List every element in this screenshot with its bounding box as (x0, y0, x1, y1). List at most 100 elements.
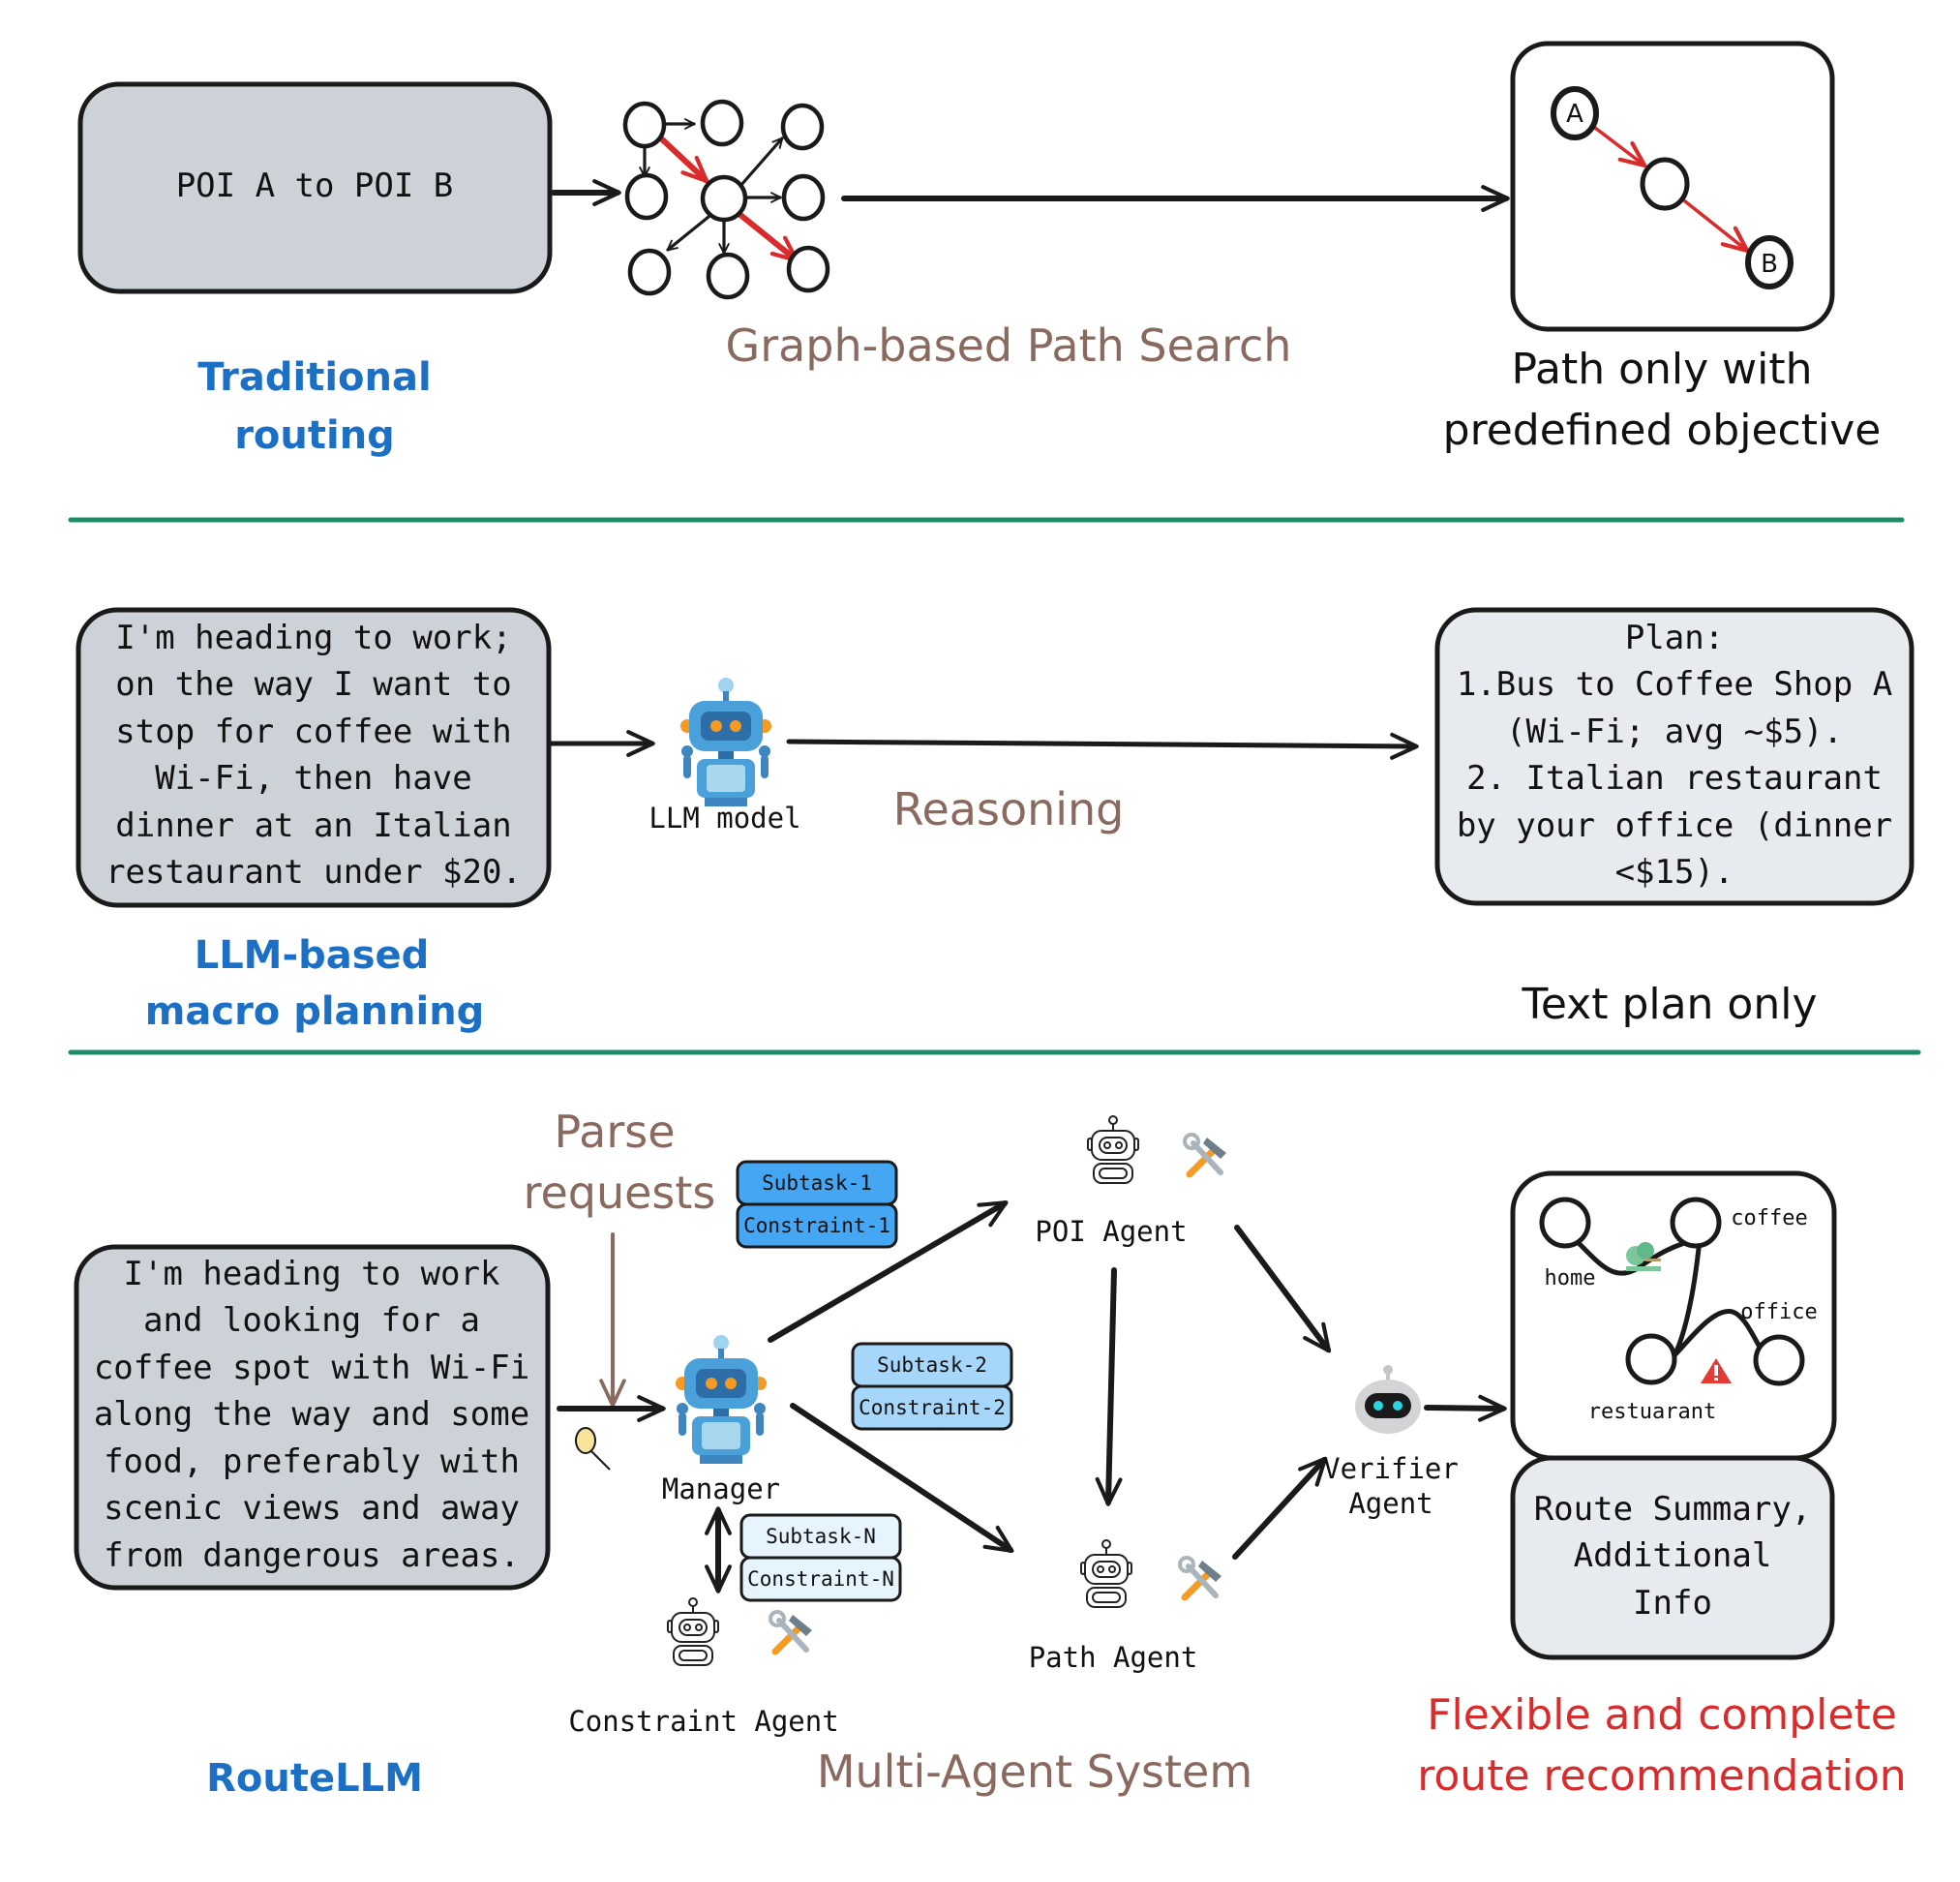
graph-highlight-path-2 (738, 212, 799, 263)
constraint-agent-label: Constraint Agent (568, 1705, 838, 1738)
verifier-label-line-1: Verifier (1323, 1452, 1459, 1485)
search-icon (575, 1427, 611, 1471)
llm-request-line: on the way I want to (115, 665, 511, 704)
path-node-a (1551, 86, 1599, 140)
llm-request-box (75, 607, 552, 908)
section-routellm: I'm heading to work and looking for a co… (74, 1106, 1907, 1801)
arrow-verifier-to-route-map (1424, 1394, 1507, 1422)
traditional-caption-line-1: Path only with (1511, 345, 1812, 394)
path-agent-robot-icon (1080, 1539, 1132, 1608)
routellm-request-box (74, 1244, 551, 1591)
poi-agent: POI Agent (1035, 1115, 1226, 1248)
map-label-restaurant: restuarant (1588, 1400, 1716, 1424)
map-label-office: office (1740, 1300, 1817, 1324)
text-plan-content: Plan: 1.Bus to Coffee Shop A (Wi-Fi; avg… (1457, 619, 1892, 892)
plan-line: (Wi-Fi; avg ~$5). (1506, 713, 1843, 751)
constraint-chip (851, 1384, 1013, 1431)
route-line (1577, 1235, 1769, 1360)
path-node-middle (1640, 157, 1690, 211)
routellm-request-line: I'm heading to work (124, 1255, 500, 1293)
text-plan-box (1434, 607, 1915, 906)
constraint-label: Constraint-N (747, 1567, 894, 1591)
routellm-caption-line-1: Flexible and complete (1427, 1690, 1897, 1740)
reasoning-label: Reasoning (893, 783, 1125, 835)
tools-icon (1183, 1133, 1226, 1178)
tools-icon (769, 1610, 812, 1655)
routellm-section-title: RouteLLM (206, 1756, 423, 1801)
llm-request-line: Wi-Fi, then have (155, 759, 472, 798)
chip-group-n: Subtask-N Constraint-N (739, 1513, 902, 1602)
graph-network-icon (622, 99, 830, 300)
subtask-label: Subtask-N (766, 1525, 876, 1548)
routellm-request-line: coffee spot with Wi-Fi (94, 1349, 529, 1387)
parse-requests-label-line-1: Parse (554, 1106, 675, 1158)
path-agent-label: Path Agent (1029, 1641, 1198, 1674)
plan-line: by your office (dinner (1457, 806, 1892, 845)
routellm-request-line: scenic views and away (104, 1489, 520, 1528)
llm-request-line: restaurant under $20. (106, 853, 522, 892)
llm-request-text: I'm heading to work; on the way I want t… (106, 619, 522, 892)
arrow-manager-to-path (790, 1403, 1014, 1553)
verifier-label-line-2: Agent (1348, 1487, 1432, 1520)
map-label-home: home (1545, 1266, 1596, 1290)
graph-highlight-path-1 (657, 135, 709, 184)
verifier-agent: Verifier Agent (1323, 1365, 1459, 1520)
llm-robot-icon (680, 678, 771, 806)
arrow-manager-to-poi (768, 1200, 1009, 1343)
graph-path-search-label: Graph-based Path Search (726, 319, 1292, 372)
constraint-chip (736, 1202, 898, 1249)
routellm-request-text: I'm heading to work and looking for a co… (94, 1255, 529, 1575)
route-summary-box (1510, 1455, 1835, 1660)
path-node-b-label: B (1761, 250, 1778, 279)
plan-line: 1.Bus to Coffee Shop A (1457, 665, 1892, 704)
llm-request-line: dinner at an Italian (115, 806, 511, 845)
chip-group-2: Subtask-2 Constraint-2 (851, 1342, 1013, 1431)
llm-request-line: stop for coffee with (115, 713, 511, 751)
traditional-section-title-line-2: routing (234, 413, 395, 458)
plan-line: 2. Italian restaurant (1466, 759, 1883, 798)
arrow-path-to-verifier (1232, 1456, 1328, 1560)
traditional-section-title-line-1: Traditional (197, 355, 431, 400)
constraint-agent: Constraint Agent (568, 1597, 839, 1738)
constraint-label: Constraint-2 (859, 1396, 1006, 1419)
subtask-label: Subtask-2 (877, 1353, 987, 1377)
park-icon (1626, 1242, 1661, 1271)
path-output-graph: A B (1551, 86, 1794, 289)
route-map: home coffee office restuarant (1539, 1197, 1818, 1424)
path-node-b (1745, 235, 1794, 289)
manager-robot-icon (676, 1335, 767, 1464)
routellm-caption-line-2: route recommendation (1417, 1751, 1906, 1801)
llm-section-title-line-2: macro planning (145, 989, 485, 1034)
routellm-request-line: and looking for a (143, 1301, 480, 1340)
traditional-caption-line-2: predefined objective (1443, 406, 1882, 455)
plan-line: <$15). (1615, 853, 1734, 892)
map-label-coffee: coffee (1731, 1206, 1807, 1230)
routellm-request-line: along the way and some (94, 1395, 529, 1434)
route-summary-line: Route Summary, (1534, 1490, 1812, 1529)
warning-icon (1701, 1358, 1732, 1383)
arrow-poi-to-path (1095, 1267, 1123, 1506)
map-node-home (1539, 1197, 1591, 1249)
routellm-request-line: food, preferably with (104, 1442, 520, 1481)
arrow-llm-to-plan (786, 732, 1419, 760)
multi-agent-system-label: Multi-Agent System (817, 1745, 1252, 1798)
map-node-restaurant (1625, 1333, 1677, 1385)
plan-line: Plan: (1625, 619, 1724, 657)
llm-section-title-line-1: LLM-based (195, 933, 430, 978)
llm-request-line: I'm heading to work; (115, 619, 511, 657)
map-node-office (1753, 1334, 1805, 1386)
verifier-robot-icon (1355, 1365, 1421, 1434)
constraint-chip (739, 1556, 902, 1602)
arrow-poi-to-verifier (1234, 1225, 1332, 1353)
parse-requests-label-line-2: requests (524, 1167, 716, 1219)
constraint-label: Constraint-1 (743, 1214, 890, 1237)
map-node-coffee (1670, 1197, 1722, 1249)
poi-agent-robot-icon (1087, 1115, 1139, 1184)
section-llm-macro-planning: I'm heading to work; on the way I want t… (75, 607, 1915, 1034)
chip-group-1: Subtask-1 Constraint-1 (736, 1160, 898, 1249)
route-summary-line: Additional (1574, 1536, 1772, 1575)
poi-agent-label: POI Agent (1035, 1215, 1187, 1248)
llm-model-label: LLM model (648, 802, 800, 835)
manager-label: Manager (662, 1472, 780, 1505)
